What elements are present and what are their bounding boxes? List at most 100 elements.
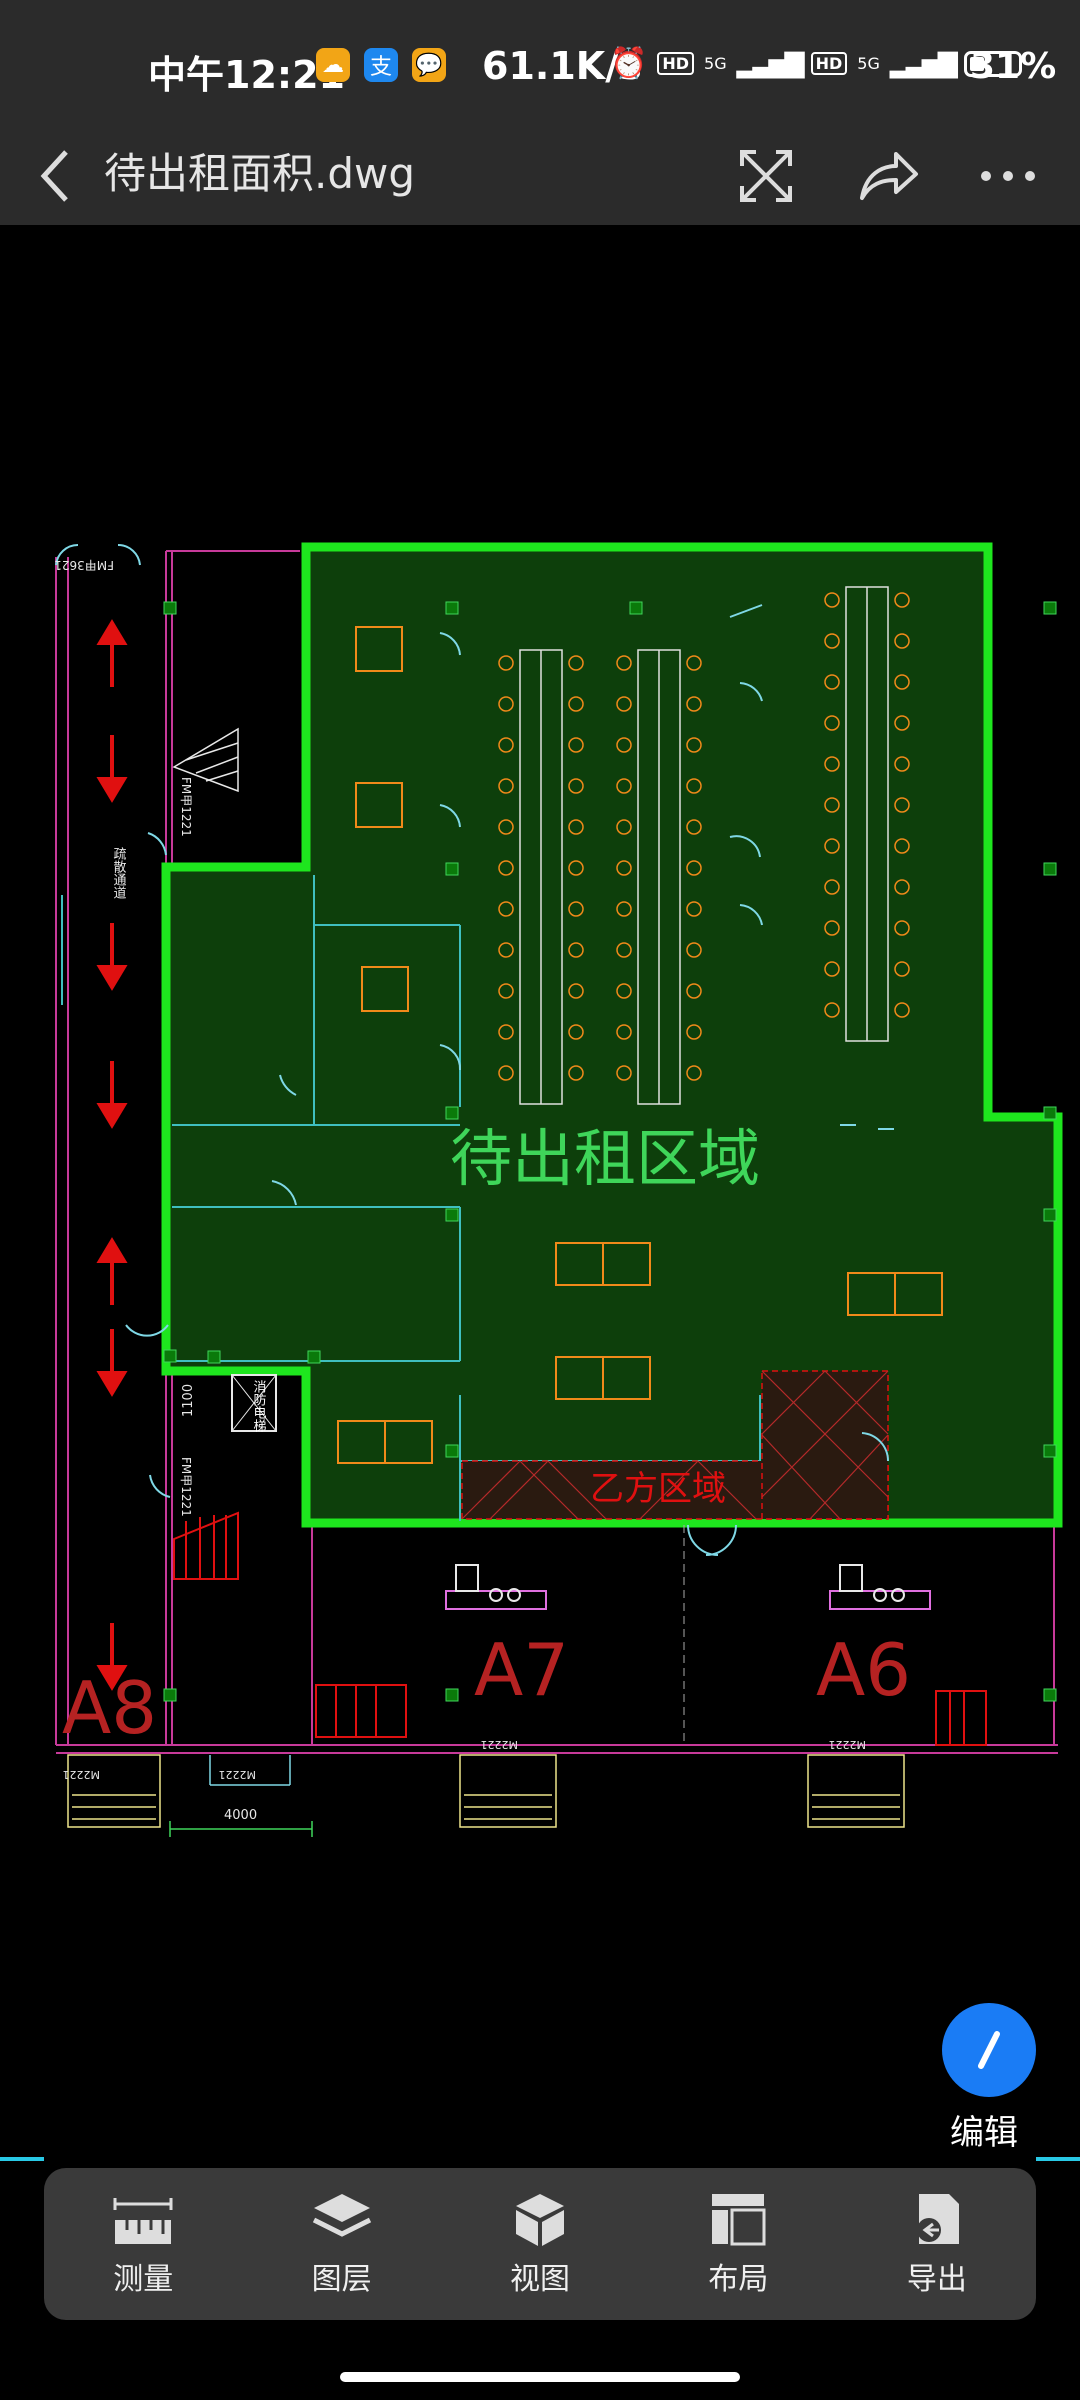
signal-icon-2: ▂▃▅▇ — [889, 48, 958, 79]
export-icon — [916, 2194, 959, 2244]
weather-app-icon: ☁ — [316, 48, 350, 82]
chair — [568, 1024, 584, 1040]
edit-label: 编辑 — [950, 2113, 1018, 2153]
chair — [498, 737, 514, 753]
chair — [498, 1024, 514, 1040]
unit-a7-label: A7 — [474, 1628, 569, 1712]
measure-label: 测量 — [113, 2262, 174, 2297]
evacuation-arrows — [96, 619, 128, 1691]
chair — [498, 696, 514, 712]
tenant-area-label: 乙方区域 — [590, 1469, 726, 1509]
meeting-tables — [337, 626, 943, 1464]
chair — [568, 696, 584, 712]
layout-icon — [712, 2194, 766, 2246]
door-fm1: FM甲1221 — [179, 777, 193, 837]
layout-button[interactable]: 布局 — [639, 2168, 837, 2320]
edit-button[interactable] — [942, 2003, 1036, 2097]
export-button[interactable]: 导出 — [838, 2168, 1036, 2320]
alipay-app-icon: 支 — [364, 48, 398, 82]
cube-icon — [516, 2194, 565, 2246]
chair — [824, 879, 840, 895]
column-marker — [1043, 1688, 1057, 1702]
chair — [894, 879, 910, 895]
column-marker — [1043, 601, 1057, 615]
chair — [498, 942, 514, 958]
chair — [894, 838, 910, 854]
fullscreen-icon[interactable] — [734, 144, 798, 208]
layout-label: 布局 — [708, 2262, 769, 2297]
chair — [824, 756, 840, 772]
column-marker — [163, 601, 177, 615]
column-marker — [445, 862, 459, 876]
app-header: 待出租面积.dwg — [0, 130, 1080, 225]
unit-a6-label: A6 — [816, 1628, 911, 1712]
battery-text: 31% — [970, 46, 1057, 87]
layers-icon — [312, 2194, 371, 2237]
alarm-icon: ⏰ — [610, 46, 648, 81]
more-icon[interactable] — [976, 144, 1040, 208]
column-marker — [445, 601, 459, 615]
pencil-icon — [978, 2031, 1000, 2069]
chairs — [498, 592, 910, 1081]
dim-4000: 4000 — [224, 1808, 257, 1823]
chair — [568, 983, 584, 999]
chair — [616, 901, 632, 917]
door-m2221-c: M2221 — [481, 1738, 519, 1751]
chair — [686, 1065, 702, 1081]
view-label: 视图 — [510, 2262, 571, 2297]
back-icon[interactable] — [36, 146, 76, 206]
status-indicators: ⏰ HD 5G ▂▃▅▇ HD 5G ▂▃▅▇ — [610, 46, 1022, 81]
chair — [568, 1065, 584, 1081]
cyan-divider-left — [0, 2157, 44, 2161]
chair — [824, 920, 840, 936]
column-marker — [1043, 1106, 1057, 1120]
chair — [686, 655, 702, 671]
staircase-lower — [173, 1511, 987, 1746]
layers-label: 图层 — [311, 2262, 372, 2297]
chair — [894, 961, 910, 977]
chair — [568, 901, 584, 917]
home-indicator[interactable] — [340, 2372, 740, 2382]
chair — [686, 737, 702, 753]
message-app-icon: 💬 — [412, 48, 446, 82]
chair — [616, 819, 632, 835]
chair — [568, 942, 584, 958]
dim-1100: 1100 — [181, 1384, 196, 1417]
status-app-icons: ☁ 支 💬 — [316, 48, 446, 82]
column-marker — [629, 601, 643, 615]
chair — [686, 778, 702, 794]
door-m2221-b: M2221 — [219, 1768, 257, 1781]
chair — [894, 592, 910, 608]
entrance-steps — [67, 1754, 905, 1828]
leasing-area-label: 待出租区域 — [450, 1122, 760, 1195]
chair — [616, 696, 632, 712]
chair — [686, 1024, 702, 1040]
chair — [686, 860, 702, 876]
chair — [616, 655, 632, 671]
share-icon[interactable] — [856, 144, 920, 208]
column-marker — [163, 1688, 177, 1702]
measure-button[interactable]: 测量 — [44, 2168, 242, 2320]
drawing-canvas[interactable]: 消防电梯 待出租区域 乙方区域 A8 A7 A6 4000 1100 FM甲36… — [0, 225, 1080, 2155]
door-swings — [55, 543, 894, 1556]
chair — [686, 819, 702, 835]
column-marker — [445, 1444, 459, 1458]
chair — [568, 778, 584, 794]
chair — [894, 633, 910, 649]
layers-button[interactable]: 图层 — [242, 2168, 440, 2320]
signal-label: 5G — [704, 54, 727, 73]
chair — [568, 737, 584, 753]
signal-label-2: 5G — [857, 54, 880, 73]
column-marker — [1043, 1208, 1057, 1222]
door-fm3621: FM甲3621 — [54, 558, 114, 572]
file-title: 待出租面积.dwg — [104, 149, 416, 198]
chair — [616, 1065, 632, 1081]
chair — [894, 797, 910, 813]
chair — [824, 961, 840, 977]
chair — [498, 983, 514, 999]
chair — [894, 715, 910, 731]
column-markers — [163, 601, 1057, 1702]
column-marker — [445, 1106, 459, 1120]
leasing-area[interactable] — [161, 542, 1063, 1528]
view-button[interactable]: 视图 — [441, 2168, 639, 2320]
